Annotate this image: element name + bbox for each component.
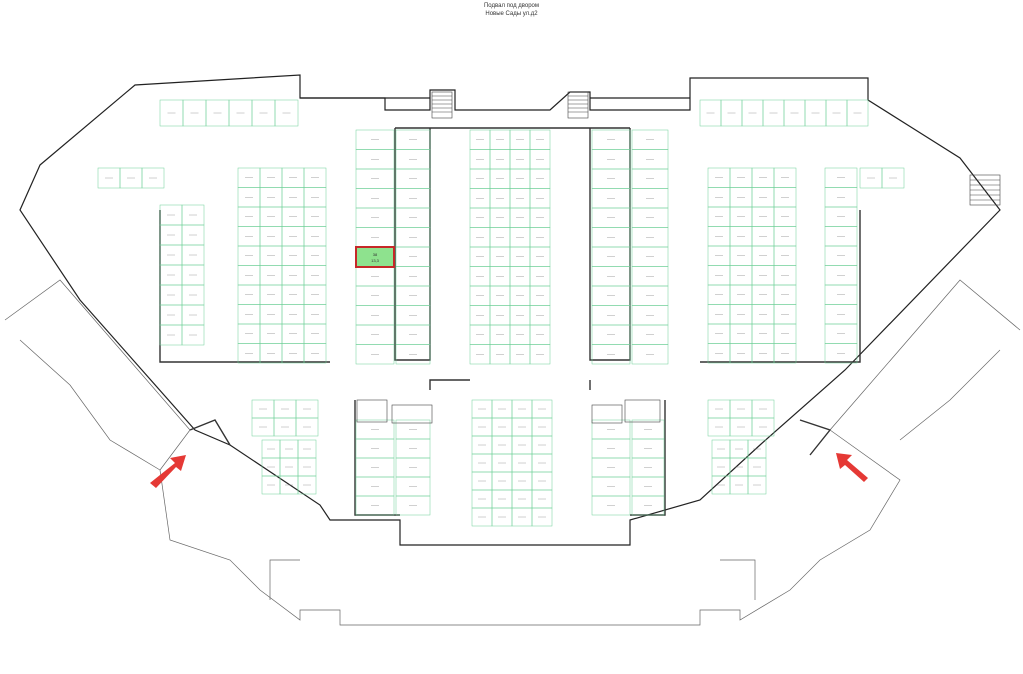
surrounding-outline: [4, 279, 1021, 626]
parking-space: [141, 167, 165, 189]
parking-space: [355, 344, 395, 365]
parking-space: [751, 417, 775, 437]
parking-space: [591, 495, 631, 516]
parking-space: [297, 475, 317, 495]
parking-space: [747, 475, 767, 495]
parking-space: [274, 99, 299, 127]
plan-title-line1: Подвал под двором: [483, 3, 540, 9]
plan-title-line2: Новые Сады ул.д2: [485, 11, 538, 17]
parking-space: [631, 495, 665, 516]
parking-space: [395, 495, 431, 516]
stairs-lower-left: [356, 399, 433, 424]
parking-grid: [97, 99, 905, 527]
stairs-top-left: [431, 91, 453, 119]
stairs-lower-right: [591, 399, 661, 424]
parking-space: [529, 344, 551, 365]
highlighted-space-number: 38: [373, 252, 378, 257]
parking-space: [295, 417, 319, 437]
parking-space: [631, 344, 669, 365]
outer-wall: [19, 74, 1001, 546]
entrance-arrow-left-icon: [150, 455, 186, 488]
highlighted-space-area: 13,3: [371, 258, 380, 263]
stairs-right: [969, 174, 1001, 206]
stairs-top-right: [567, 91, 589, 119]
entrance-arrow-right-icon: [836, 453, 868, 482]
parking-space: [846, 99, 869, 127]
parking-space: [881, 167, 905, 189]
parking-space: [591, 344, 631, 365]
parking-space: [395, 344, 431, 365]
parking-space: [773, 343, 797, 364]
parking-space: [181, 324, 205, 346]
parking-space: [355, 495, 395, 516]
parking-space: [824, 343, 858, 364]
highlighted-parking-space[interactable]: [355, 246, 395, 268]
parking-space: [531, 507, 553, 527]
parking-space: [303, 343, 327, 364]
